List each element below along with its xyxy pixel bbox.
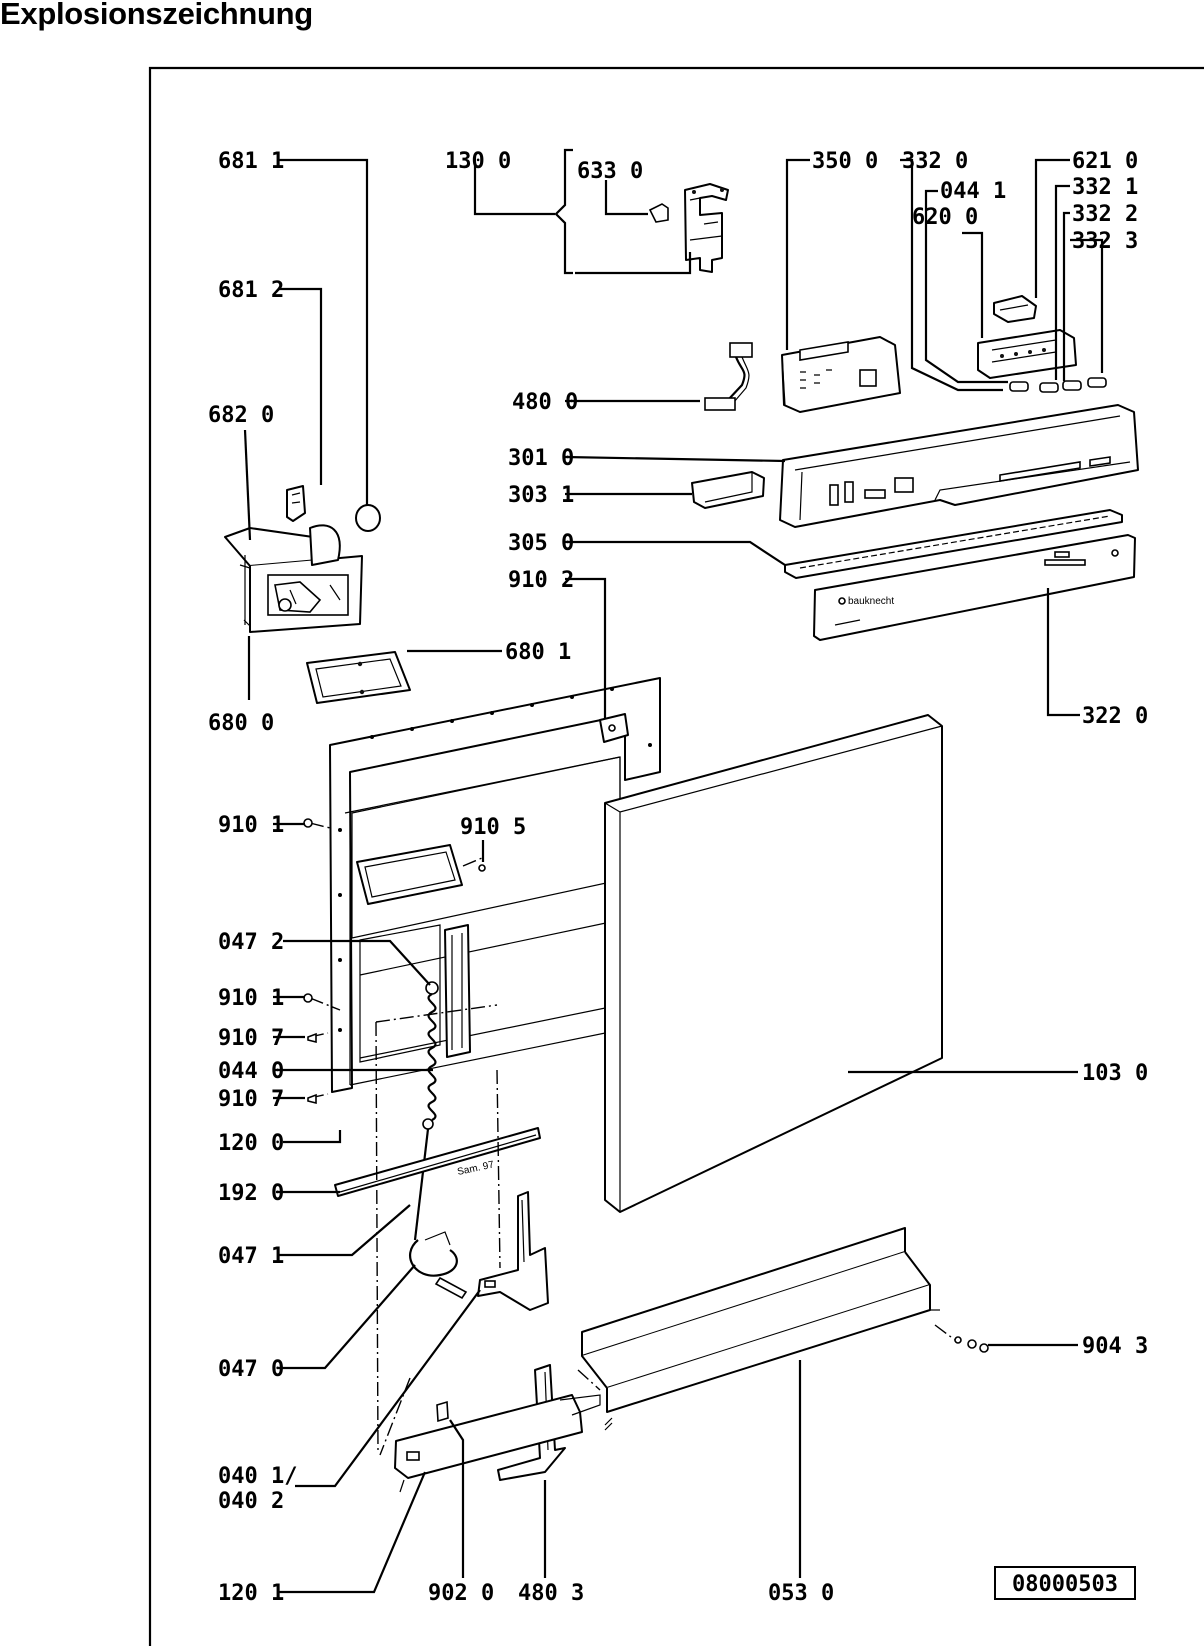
label-910-2: 910 2 bbox=[508, 568, 574, 593]
label-332-1: 332 1 bbox=[1072, 175, 1138, 200]
drawing-frame bbox=[148, 66, 1204, 1646]
label-047-1: 047 1 bbox=[218, 1244, 284, 1269]
label-902-0: 902 0 bbox=[428, 1581, 494, 1606]
label-047-2: 047 2 bbox=[218, 930, 284, 955]
label-910-7-bottom: 910 7 bbox=[218, 1087, 284, 1112]
label-480-0: 480 0 bbox=[512, 390, 578, 415]
part-120-1-cover-strip bbox=[394, 1394, 601, 1493]
label-682-0: 682 0 bbox=[208, 403, 274, 428]
part-904-3-screw bbox=[934, 1324, 989, 1353]
part-621-0-module bbox=[993, 295, 1037, 323]
stamp-text: Sam. 97 bbox=[456, 1159, 495, 1178]
part-681-2-clip bbox=[286, 485, 306, 522]
label-910-1-top: 910 1 bbox=[218, 813, 284, 838]
part-305-0-strip bbox=[784, 509, 1123, 579]
label-621-0: 621 0 bbox=[1072, 149, 1138, 174]
label-910-7-top: 910 7 bbox=[218, 1026, 284, 1051]
part-040-hinge bbox=[477, 1191, 549, 1311]
part-350-0-control-board bbox=[781, 336, 901, 413]
part-labels: 681 1 681 2 682 0 680 0 130 0 633 0 350 … bbox=[208, 149, 1148, 1606]
label-040-1: 040 1/ bbox=[218, 1464, 297, 1489]
label-322-0: 322 0 bbox=[1082, 704, 1148, 729]
label-301-0: 301 0 bbox=[508, 446, 574, 471]
part-047-0-pulley bbox=[409, 1231, 468, 1300]
part-332-buttons bbox=[1009, 377, 1107, 393]
label-044-0: 044 0 bbox=[218, 1059, 284, 1084]
part-682-0-dispenser bbox=[224, 524, 363, 633]
label-332-3: 332 3 bbox=[1072, 229, 1138, 254]
part-guide-rail bbox=[444, 924, 471, 1058]
part-620-0-switch-block bbox=[977, 295, 1077, 379]
construction-lines bbox=[309, 822, 601, 1456]
part-130-0-bracket bbox=[648, 183, 729, 273]
label-633-0: 633 0 bbox=[577, 159, 643, 184]
label-303-1: 303 1 bbox=[508, 483, 574, 508]
label-192-0: 192 0 bbox=[218, 1181, 284, 1206]
part-303-1-handle bbox=[691, 471, 765, 509]
label-620-0: 620 0 bbox=[912, 205, 978, 230]
part-681-1-plug bbox=[355, 504, 381, 532]
part-044-0-spring bbox=[413, 981, 439, 1241]
drawing-number-box: 08000503 bbox=[994, 1566, 1136, 1600]
label-040-2: 040 2 bbox=[218, 1489, 284, 1514]
label-680-0: 680 0 bbox=[208, 711, 274, 736]
part-103-0-door bbox=[604, 714, 943, 1213]
label-047-0: 047 0 bbox=[218, 1357, 284, 1382]
part-910-2-hinge-plate bbox=[599, 713, 629, 743]
label-332-0: 332 0 bbox=[902, 149, 968, 174]
label-103-0: 103 0 bbox=[1082, 1061, 1148, 1086]
label-480-3: 480 3 bbox=[518, 1581, 584, 1606]
leader-lines bbox=[243, 148, 1104, 1594]
label-680-1: 680 1 bbox=[505, 640, 571, 665]
label-681-2: 681 2 bbox=[218, 278, 284, 303]
label-305-0: 305 0 bbox=[508, 531, 574, 556]
label-910-5: 910 5 bbox=[460, 815, 526, 840]
page-title: Explosionszeichnung bbox=[0, 0, 313, 31]
part-301-0-control-panel bbox=[779, 404, 1139, 528]
label-130-0: 130 0 bbox=[445, 149, 511, 174]
part-inner-panel bbox=[351, 756, 621, 1063]
label-904-3: 904 3 bbox=[1082, 1334, 1148, 1359]
part-680-1-gasket bbox=[306, 651, 411, 704]
label-053-0: 053 0 bbox=[768, 1581, 834, 1606]
drawing-number: 08000503 bbox=[1012, 1572, 1118, 1597]
part-322-0-front-panel: bauknecht bbox=[813, 534, 1136, 641]
label-120-1: 120 1 bbox=[218, 1581, 284, 1606]
label-681-1: 681 1 bbox=[218, 149, 284, 174]
svg-text:bauknecht: bauknecht bbox=[848, 596, 894, 607]
label-120-0: 120 0 bbox=[218, 1131, 284, 1156]
label-332-2: 332 2 bbox=[1072, 202, 1138, 227]
part-633-0-clip bbox=[648, 203, 669, 223]
part-480-0-cable bbox=[704, 342, 753, 411]
label-350-0: 350 0 bbox=[812, 149, 878, 174]
part-192-0-rail bbox=[334, 1127, 541, 1197]
label-910-1-bottom: 910 1 bbox=[218, 986, 284, 1011]
label-044-1: 044 1 bbox=[940, 179, 1006, 204]
part-902-0-clip bbox=[436, 1400, 449, 1423]
part-053-0-base-panel bbox=[581, 1227, 940, 1431]
